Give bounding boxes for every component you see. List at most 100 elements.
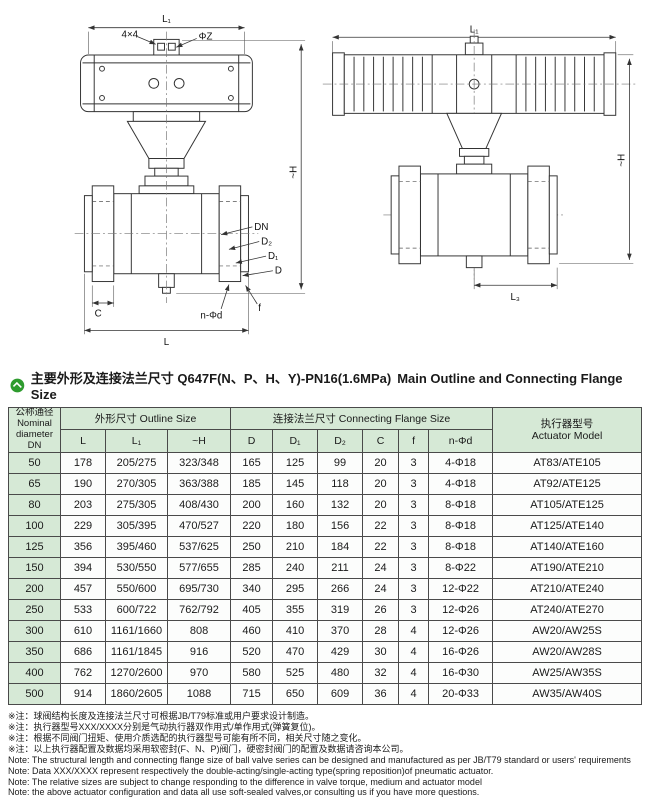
cell-dimension: 285 bbox=[230, 556, 274, 579]
cell-dimension: 12-Φ26 bbox=[428, 598, 494, 621]
header-actuator: 执行器型号 Actuator Model bbox=[492, 407, 642, 453]
cell-dimension: 36 bbox=[362, 682, 400, 705]
cell-dimension: 3 bbox=[398, 451, 430, 474]
cell-dimension: 695/730 bbox=[166, 577, 232, 600]
cell-dimension: 20 bbox=[362, 472, 400, 495]
cell-dimension: 3 bbox=[398, 535, 430, 558]
cell-dimension: 20 bbox=[362, 493, 400, 516]
cell-dimension: 429 bbox=[317, 640, 364, 663]
drawings-section: L₁ 4×4 ΦZ bbox=[8, 4, 642, 362]
cell-dimension: 3 bbox=[398, 514, 430, 537]
dim-label-l3: L₃ bbox=[510, 292, 519, 303]
cell-dimension: 363/388 bbox=[166, 472, 232, 495]
cell-actuator-model: AT125/ATE140 bbox=[492, 514, 642, 537]
note-line: Note: The relative sizes are subject to … bbox=[8, 776, 482, 787]
cell-dimension: 4 bbox=[398, 682, 430, 705]
cell-dimension: 4-Φ18 bbox=[428, 451, 494, 474]
cell-dimension: 305/395 bbox=[105, 514, 168, 537]
header-col-f: f bbox=[398, 429, 430, 453]
cell-dimension: 220 bbox=[230, 514, 274, 537]
cell-dimension: 1161/1660 bbox=[105, 619, 168, 642]
cell-actuator-model: AT140/ATE160 bbox=[492, 535, 642, 558]
header-dn: 公称通径 Nominal diameter DN bbox=[8, 407, 61, 453]
dim-label-l: L bbox=[164, 337, 170, 348]
cell-dn: 125 bbox=[8, 535, 61, 558]
cell-dimension: 145 bbox=[272, 472, 319, 495]
dim-label-f: f bbox=[258, 303, 261, 314]
cell-dimension: 203 bbox=[60, 493, 106, 516]
cell-dimension: 99 bbox=[317, 451, 364, 474]
cell-actuator-model: AW25/AW35S bbox=[492, 661, 642, 684]
cell-actuator-model: AW20/AW28S bbox=[492, 640, 642, 663]
cell-dimension: 916 bbox=[166, 640, 232, 663]
cell-actuator-model: AT210/ATE240 bbox=[492, 577, 642, 600]
cell-dimension: 22 bbox=[362, 535, 400, 558]
cell-dn: 500 bbox=[8, 682, 61, 705]
cell-dimension: 340 bbox=[230, 577, 274, 600]
cell-actuator-model: AT190/ATE210 bbox=[492, 556, 642, 579]
cell-dimension: 180 bbox=[272, 514, 319, 537]
cell-actuator-model: AW35/AW40S bbox=[492, 682, 642, 705]
cell-dimension: 26 bbox=[362, 598, 400, 621]
page-title-en: Main Outline and Connecting Flange Size bbox=[30, 371, 623, 402]
cell-dimension: 650 bbox=[272, 682, 319, 705]
cell-dimension: 323/348 bbox=[166, 451, 232, 474]
header-col-D1: D₁ bbox=[272, 429, 319, 453]
cell-dimension: 16-Φ26 bbox=[428, 640, 494, 663]
cell-dn: 200 bbox=[8, 577, 61, 600]
cell-actuator-model: AT240/ATE270 bbox=[492, 598, 642, 621]
dim-label-l1-right: L₁ bbox=[470, 24, 479, 35]
cell-dimension: 600/722 bbox=[105, 598, 168, 621]
cell-dimension: 8-Φ18 bbox=[428, 493, 494, 516]
cell-dimension: 686 bbox=[60, 640, 106, 663]
note-line: ※注：以上执行器配置及数据均采用软密封(F、N、P)阀门，硬密封阀门的配置及数据… bbox=[8, 743, 409, 754]
page-title: 主要外形及连接法兰尺寸 Q647F(N、P、H、Y)-PN16(1.6MPa)M… bbox=[31, 368, 642, 402]
cell-dimension: 8-Φ22 bbox=[428, 556, 494, 579]
table-head: 公称通径 Nominal diameter DN 外形尺寸 Outline Si… bbox=[8, 406, 642, 453]
cell-dimension: 480 bbox=[317, 661, 364, 684]
notes-list: ※注：球阀结构长度及连接法兰尺寸可根据JB/T79标准或用户要求设计制造。 ※注：… bbox=[8, 711, 642, 799]
cell-dimension: 1270/2600 bbox=[105, 661, 168, 684]
dim-label-d2: D₂ bbox=[261, 236, 272, 247]
cell-dimension: 370 bbox=[317, 619, 364, 642]
cell-dimension: 3 bbox=[398, 577, 430, 600]
cell-dimension: 165 bbox=[230, 451, 274, 474]
cell-dimension: 525 bbox=[272, 661, 319, 684]
cell-dimension: 266 bbox=[317, 577, 364, 600]
header-col-D: D bbox=[230, 429, 274, 453]
note-line: ※注：球阀结构长度及连接法兰尺寸可根据JB/T79标准或用户要求设计制造。 bbox=[8, 710, 315, 721]
cell-dimension: 577/655 bbox=[166, 556, 232, 579]
valve-outline-drawing-right: L₁ bbox=[322, 24, 636, 303]
dim-label-d: D bbox=[275, 266, 282, 277]
cell-dimension: 8-Φ18 bbox=[428, 514, 494, 537]
dim-label-dn: DN bbox=[254, 222, 268, 233]
cell-actuator-model: AT92/ATE125 bbox=[492, 472, 642, 495]
section-title: 主要外形及连接法兰尺寸 Q647F(N、P、H、Y)-PN16(1.6MPa)M… bbox=[10, 368, 642, 402]
dim-label-h: ~H bbox=[288, 166, 299, 179]
cell-dimension: 4 bbox=[398, 661, 430, 684]
cell-dimension: 914 bbox=[60, 682, 106, 705]
cell-dimension: 211 bbox=[317, 556, 364, 579]
cell-dn: 350 bbox=[8, 640, 61, 663]
cell-dimension: 3 bbox=[398, 472, 430, 495]
dim-label-phiz: ΦZ bbox=[199, 31, 213, 42]
cell-dimension: 16-Φ30 bbox=[428, 661, 494, 684]
cell-dimension: 190 bbox=[60, 472, 106, 495]
header-flange-group: 连接法兰尺寸 Connecting Flange Size bbox=[230, 406, 494, 431]
cell-dimension: 580 bbox=[230, 661, 274, 684]
cell-dimension: 1860/2605 bbox=[105, 682, 168, 705]
cell-dimension: 20-Φ33 bbox=[428, 682, 494, 705]
cell-dimension: 200 bbox=[230, 493, 274, 516]
cell-dimension: 132 bbox=[317, 493, 364, 516]
cell-dimension: 24 bbox=[362, 556, 400, 579]
cell-dimension: 355 bbox=[272, 598, 319, 621]
cell-dimension: 715 bbox=[230, 682, 274, 705]
